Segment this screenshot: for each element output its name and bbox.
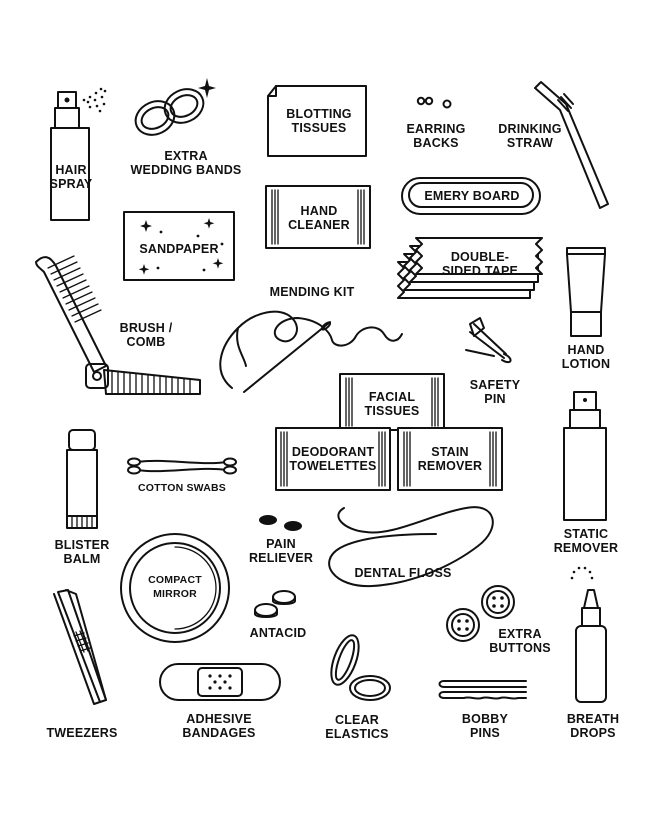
bobby-pins-icon [438,680,527,700]
blister-balm-icon [66,429,98,529]
earring-backs-icon [416,96,452,109]
extra-buttons-icon [446,585,515,642]
brush-comb-label: BRUSH /COMB [119,321,173,349]
clear-elastics-icon [330,634,391,701]
tweezers-icon [53,589,107,705]
emery-board-icon [401,177,541,215]
hand-cleaner-icon [265,185,371,249]
cotton-swabs-icon [127,457,237,475]
emery-board-label: EMERY BOARD [424,189,520,203]
double-sided-tape-label: DOUBLE-SIDED TAPE [441,250,519,278]
dental-floss-icon [328,506,494,588]
tweezers-label: TWEEZERS [46,726,118,740]
hair-spray-icon [50,87,107,221]
dental-floss-label: DENTAL FLOSS [354,566,452,580]
static-remover-icon [563,391,607,521]
compact-mirror-icon [120,533,230,643]
hand-lotion-icon [566,247,606,337]
antacid-icon [254,590,296,618]
stain-remover-icon [397,427,503,491]
mending-kit-icon [219,310,403,393]
facial-tissues-icon [339,373,445,431]
antacid-label: ANTACID [249,626,307,640]
drinking-straw-icon [534,81,609,209]
breath-drops-icon [570,566,607,703]
brush-comb-icon [35,255,201,395]
blotting-tissues-icon [267,85,367,157]
pain-reliever-icon [259,515,302,531]
safety-pin-icon [465,317,512,364]
deodorant-towelettes-icon [275,427,391,491]
cotton-swabs-label: COTTON SWABS [138,482,226,494]
wedding-bands-icon [134,78,216,136]
sandpaper-icon [123,211,235,281]
double-sided-tape-icon [397,237,543,299]
adhesive-bandages-icon [159,663,281,701]
sandpaper-label: SANDPAPER [139,242,219,256]
mending-kit-label: MENDING KIT [269,285,355,299]
